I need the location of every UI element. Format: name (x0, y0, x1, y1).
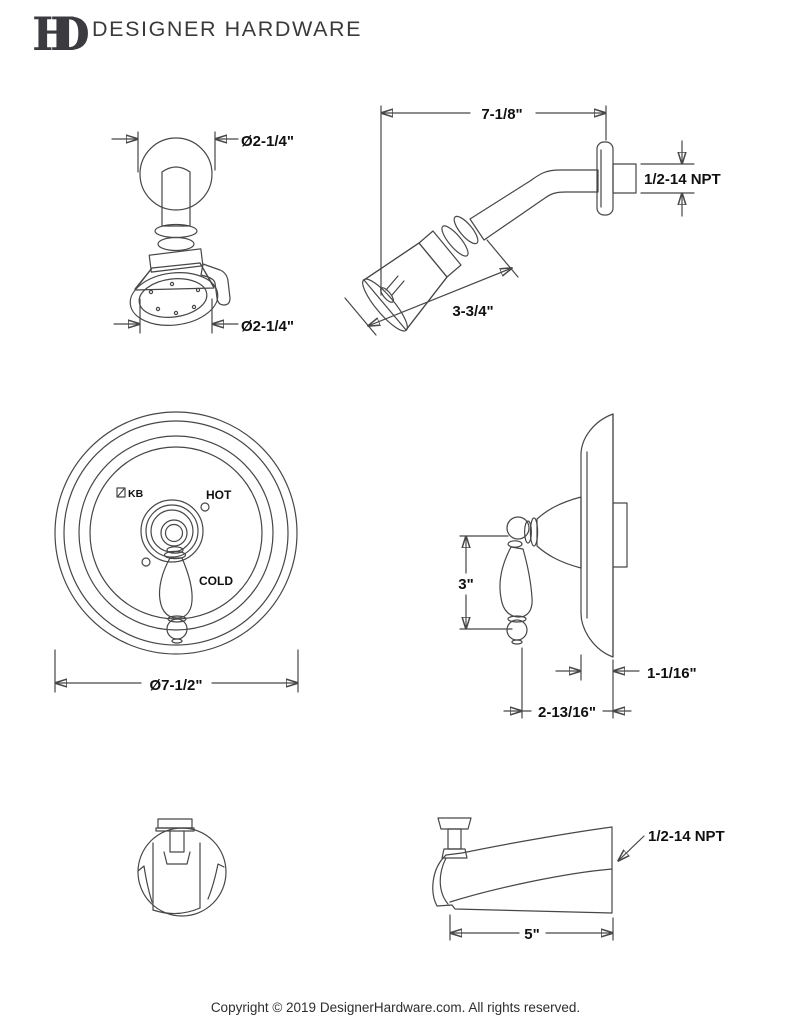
dim-plate-depth: 1-1/16" (647, 665, 697, 682)
shower-arm (469, 169, 599, 241)
kb-brand-mark: KB (128, 488, 144, 500)
stem-boss-inner (164, 523, 184, 543)
handle-ball-finial (506, 619, 528, 641)
page-header: H D DESIGNER HARDWARE (0, 0, 791, 70)
diverter-stem (447, 828, 462, 850)
ball-joint-ring (441, 225, 469, 257)
hot-label: HOT (206, 488, 232, 502)
spout-flare (137, 865, 153, 903)
valve-housing (612, 502, 628, 568)
lever-handle (158, 557, 193, 619)
valve-trim-side-view: 3" 1-1/16" 2-13/16" (458, 413, 697, 721)
brand-name: DESIGNER HARDWARE (92, 17, 363, 41)
volume-handle (200, 263, 231, 306)
ball-joint-ring (453, 215, 479, 245)
dim-projection: 2-13/16" (538, 704, 596, 721)
shower-pipe (161, 166, 191, 227)
cone-edge (363, 242, 420, 281)
handle-collar (507, 540, 523, 548)
diverter-knob-lip (155, 827, 195, 832)
diverter-knob-cap (157, 818, 193, 829)
screw-hole (141, 557, 151, 567)
escutcheon-face (89, 446, 263, 620)
valve-trim-front-view: KB HOT COLD Ø7-1/2" (54, 411, 298, 694)
handle-finial-cap (171, 638, 183, 644)
dim-thread-spec: 1/2-14 NPT (648, 828, 725, 845)
spout-flare (207, 863, 225, 900)
escutcheon-outer-rim (54, 411, 298, 655)
spout-mouth-bottom (152, 907, 201, 915)
diverter-stem (169, 830, 185, 853)
stem-ring (523, 520, 532, 544)
escutcheon-rim (63, 420, 289, 646)
npt-threads (612, 163, 637, 194)
handle-knob (506, 516, 530, 540)
cone-body (363, 242, 448, 331)
dim-handle-length: 3" (458, 576, 473, 593)
cold-label: COLD (199, 574, 233, 588)
escutcheon-step (78, 435, 274, 631)
spray-face-outer (129, 272, 219, 326)
handle-hub (140, 499, 204, 563)
handle-pin-stem (385, 275, 399, 291)
stem-boss (160, 519, 188, 547)
handle-hub-ring (145, 504, 199, 558)
screw-hole (200, 502, 210, 512)
showerhead-side-view: 7-1/8" 1/2-14 NPT 3-3/4" (344, 105, 721, 336)
spout-mouth-inner (439, 857, 449, 905)
handle-collar (166, 546, 184, 554)
dim-face-diameter: Ø2-1/4" (241, 318, 294, 335)
copyright-notice: Copyright © 2019 DesignerHardware.com. A… (210, 1000, 581, 1015)
cone-edge (405, 276, 448, 331)
handle-collar (167, 615, 187, 623)
spout-mouth-circle (137, 827, 227, 917)
dimension-line (368, 268, 512, 326)
handle-hub-profile (536, 496, 582, 569)
dim-flange-diameter: Ø2-1/4" (241, 133, 294, 150)
leader-line (618, 835, 645, 861)
tub-spout-side-view: 1/2-14 NPT 5" (432, 817, 725, 943)
logo-monogram-d: D (50, 7, 90, 61)
kb-logo-icon-detail (117, 488, 125, 497)
cone-edge (134, 267, 153, 290)
escutcheon-profile (580, 413, 614, 658)
showerhead-front-view: Ø2-1/4" Ø2-1/4" (111, 131, 294, 335)
handle-collar (163, 550, 187, 560)
collar-ring (157, 236, 195, 252)
spout-contour (449, 868, 613, 903)
stem-ring (529, 517, 539, 547)
dim-thread-spec: 1/2-14 NPT (644, 171, 721, 188)
extension-line (344, 297, 377, 336)
handle-finial-cap (511, 639, 523, 645)
diverter-base (163, 851, 191, 865)
diverter-knob-cap (437, 817, 472, 830)
spray-face-inner (138, 278, 208, 318)
handle-collar (507, 615, 527, 623)
knurled-band (418, 230, 462, 278)
spout-body (432, 826, 613, 914)
knurled-band (148, 248, 204, 273)
diverter-base (441, 848, 468, 859)
kb-logo-icon (116, 487, 126, 498)
tub-spout-front-view (137, 818, 227, 917)
logo-monogram-h: H (32, 7, 75, 61)
dim-spout-length: 5" (524, 926, 539, 943)
dim-arm-length: 7-1/8" (481, 106, 522, 123)
brand-logo: H D (32, 7, 90, 61)
wall-flange (596, 141, 614, 216)
wall-flange-circle (139, 137, 213, 211)
handle-pin-stem (391, 280, 405, 296)
spray-nozzles (148, 281, 201, 316)
lever-handle-profile (499, 546, 533, 618)
dim-plate-diameter: Ø7-1/2" (150, 677, 203, 694)
dim-head-length: 3-3/4" (452, 303, 493, 320)
